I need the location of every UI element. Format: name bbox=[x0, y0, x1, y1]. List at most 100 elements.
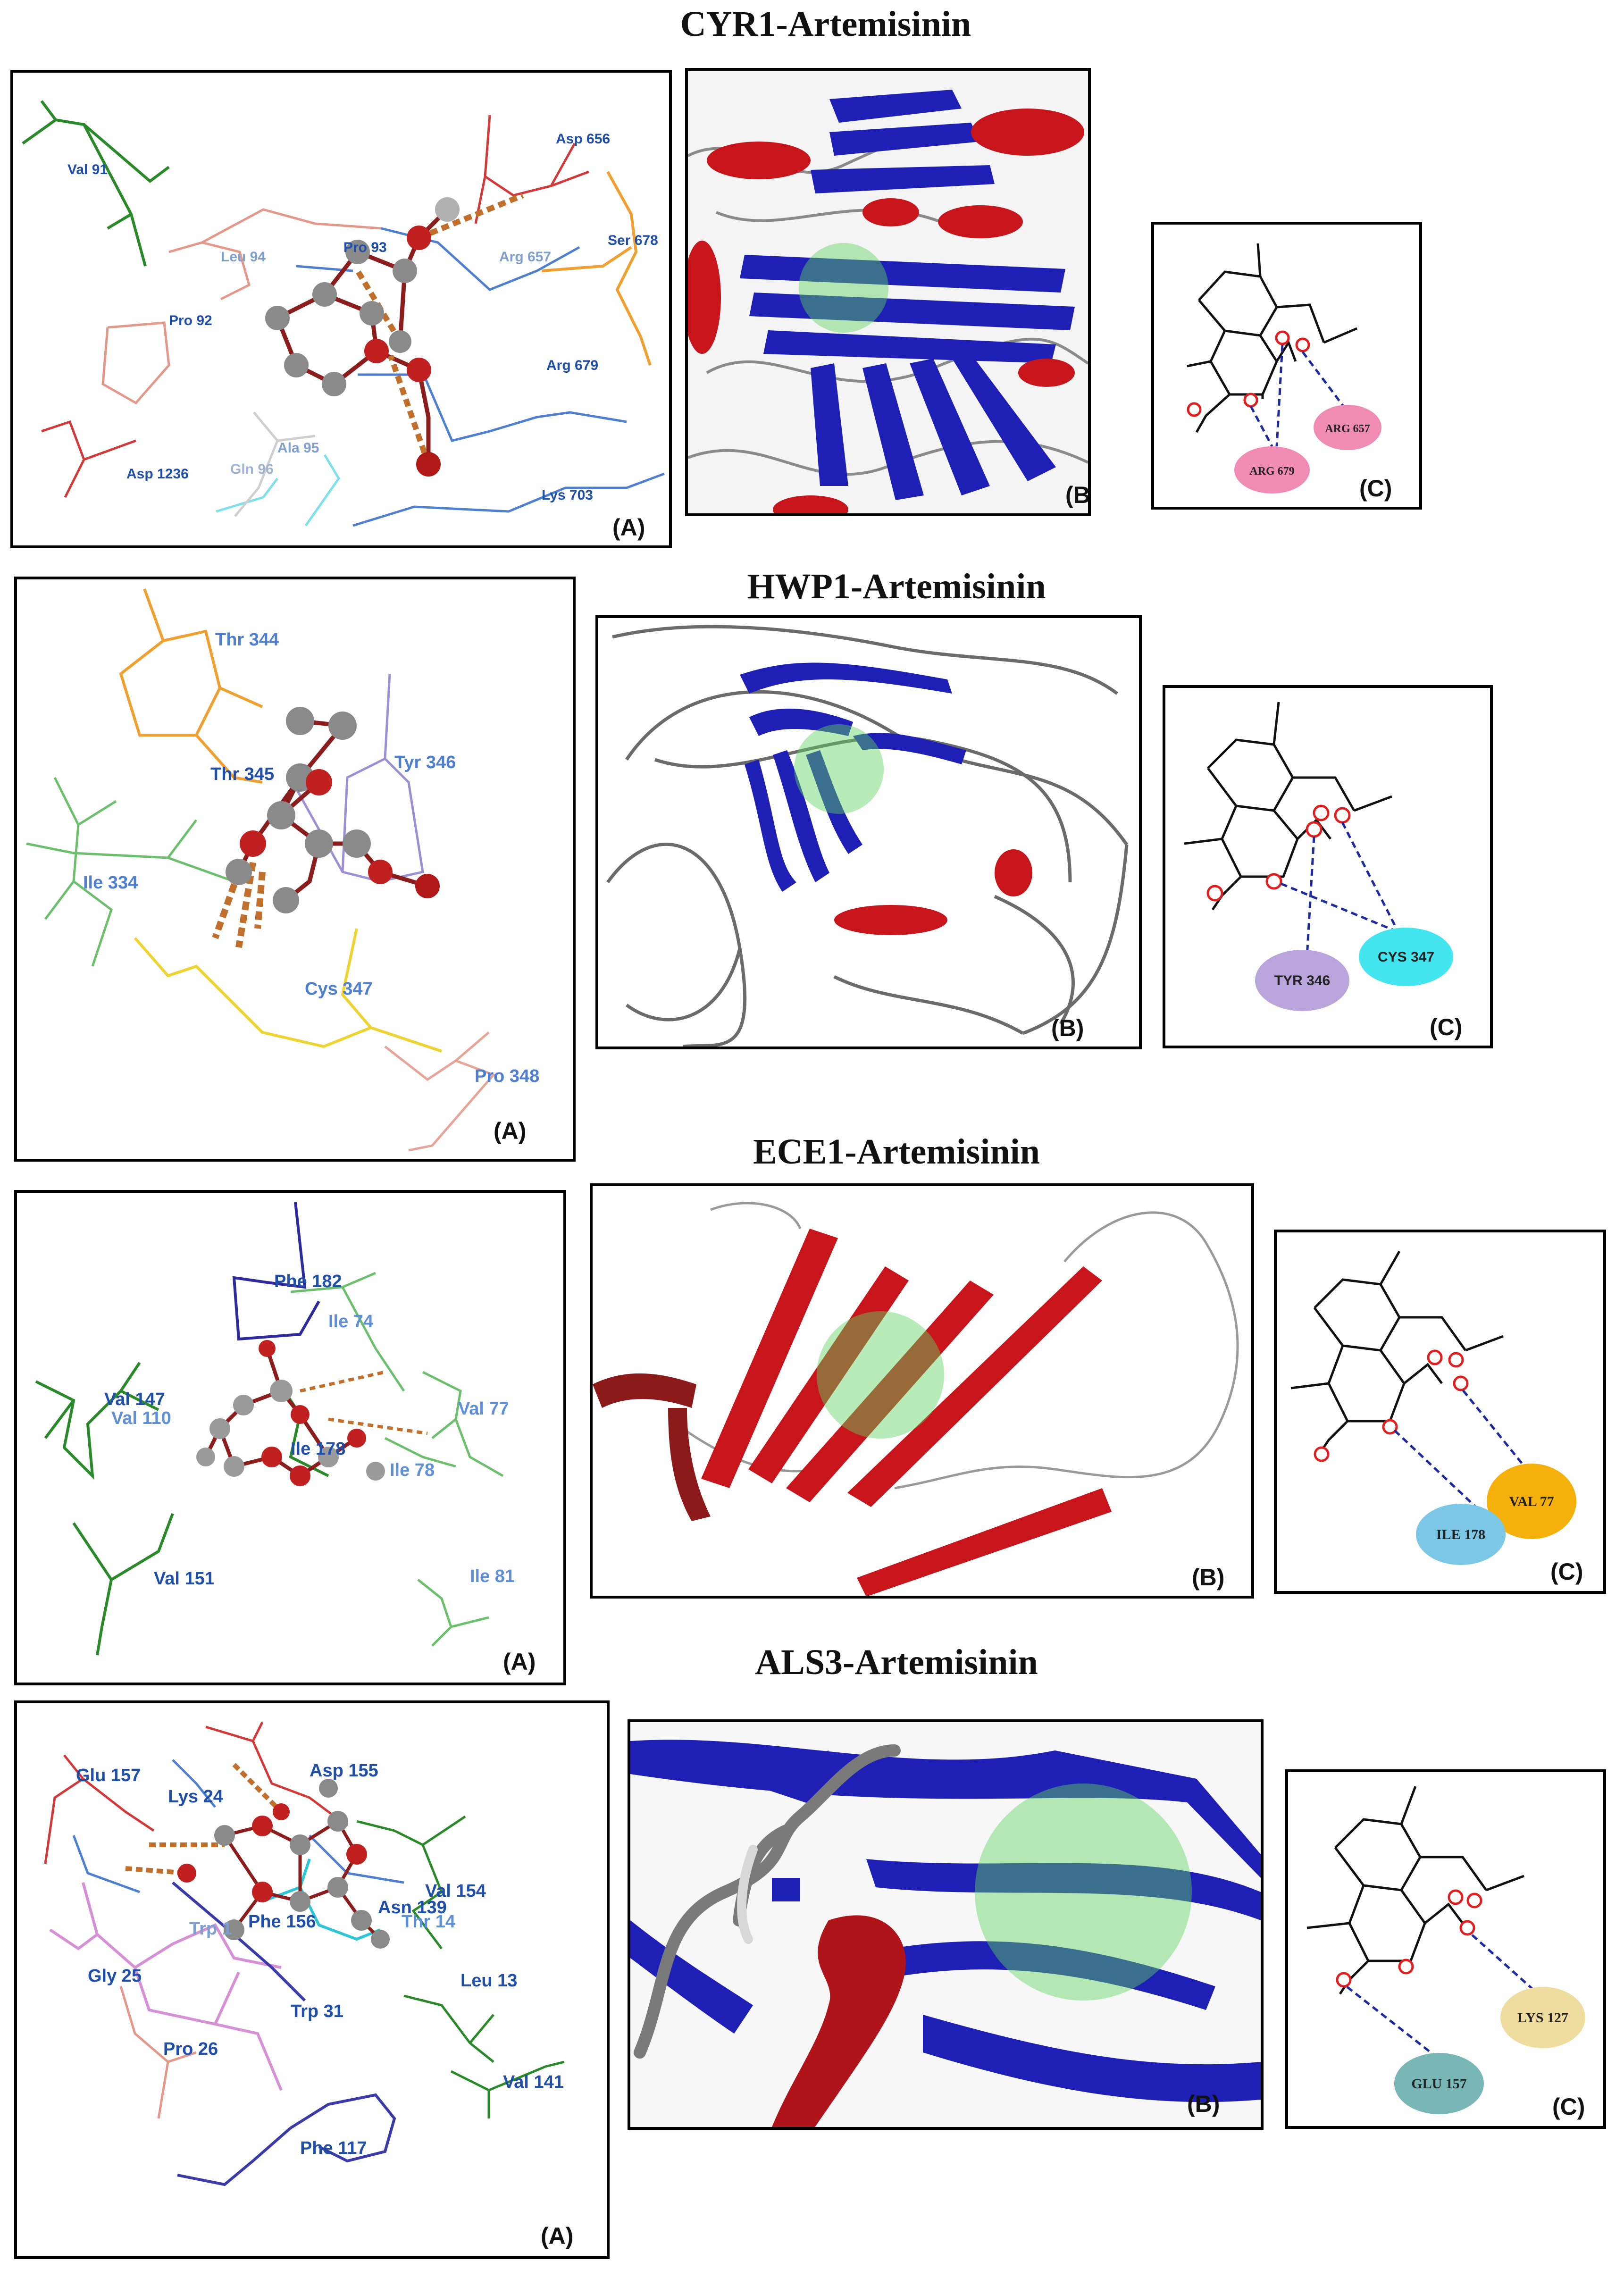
cyr1-protein-ribbon bbox=[688, 90, 1088, 513]
residue-label: Trp 31 bbox=[291, 2001, 343, 2021]
beta-sheets bbox=[740, 662, 966, 892]
interaction-lines bbox=[1281, 821, 1403, 957]
als3-binding-site-3d: Asp 155 Glu 157 Lys 24 Val 154 Asn 139 T… bbox=[44, 1721, 565, 2186]
contact-ellipse-arg679 bbox=[1234, 446, 1310, 494]
beta-sheets bbox=[740, 90, 1075, 500]
residue-label: Ala 95 bbox=[277, 440, 319, 456]
residue-label: Val 91 bbox=[67, 162, 108, 177]
residue-label: Gly 25 bbox=[88, 1966, 142, 1986]
contact-label: LYS 127 bbox=[1517, 2010, 1568, 2026]
contact-ellipse-arg657 bbox=[1314, 405, 1381, 450]
residue-label: Phe 182 bbox=[274, 1272, 342, 1291]
ece1-panel-a: Phe 182 Ile 74 Val 147 Val 110 Val 77 Il… bbox=[14, 1190, 566, 1685]
als3-2d-interaction-map: LYS 127 GLU 157 bbox=[1306, 1786, 1585, 2114]
residue-label: Val 154 bbox=[425, 1881, 486, 1901]
als3-panel-c: LYS 127 GLU 157 (C) bbox=[1285, 1769, 1606, 2129]
residue-label: Val 141 bbox=[503, 2072, 564, 2092]
panel-label: (C) bbox=[1552, 2093, 1585, 2120]
residue-label: Asn 139 bbox=[378, 1898, 447, 1917]
contact-ellipse-lys127 bbox=[1500, 1987, 1585, 2048]
residue-label: Ser 678 bbox=[608, 233, 658, 248]
alpha-helices bbox=[834, 849, 1032, 935]
residue-label: Arg 657 bbox=[499, 249, 551, 265]
panel-label: (C) bbox=[1430, 1014, 1463, 1040]
contact-ellipse-ile178 bbox=[1416, 1504, 1506, 1565]
residue-label: Gln 96 bbox=[230, 461, 274, 477]
hwp1-panel-c: TYR 346 CYS 347 (C) bbox=[1163, 685, 1493, 1048]
residue-label: Pro 348 bbox=[475, 1066, 539, 1086]
ece1-panel-b: (B) bbox=[590, 1183, 1254, 1599]
panel-label: (B) bbox=[1065, 482, 1090, 508]
residue-stick-val91 bbox=[22, 100, 170, 267]
interaction-lines bbox=[1249, 344, 1346, 447]
residue-label: Ile 78 bbox=[390, 1460, 435, 1480]
residue-label: Glu 157 bbox=[76, 1766, 141, 1785]
hwp1-2d-interaction-map: TYR 346 CYS 347 bbox=[1184, 702, 1453, 1011]
residue-label: Phe 156 bbox=[248, 1912, 316, 1932]
residue-label: Val 77 bbox=[458, 1399, 509, 1419]
panel-label: (B) bbox=[1187, 2091, 1220, 2117]
contact-ellipse-glu157 bbox=[1394, 2053, 1484, 2114]
residue-label: Thr 344 bbox=[215, 630, 279, 650]
contact-label: ARG 679 bbox=[1249, 465, 1294, 477]
residue-label: Asp 1236 bbox=[126, 466, 189, 482]
ece1-binding-site-3d: Phe 182 Ile 74 Val 147 Val 110 Val 77 Il… bbox=[35, 1202, 515, 1656]
residue-label: Arg 679 bbox=[546, 358, 598, 373]
binding-pocket-sphere bbox=[975, 1783, 1192, 2001]
cyr1-binding-site-3d: Val 91 Asp 656 Leu 94 Pro 93 Arg 657 Ser… bbox=[22, 100, 665, 527]
panel-label: (A) bbox=[541, 2223, 574, 2249]
cyr1-panel-c: ARG 657 ARG 679 (C) bbox=[1151, 222, 1422, 510]
binding-pocket-sphere bbox=[799, 243, 888, 333]
residue-label: Pro 92 bbox=[169, 313, 212, 328]
hwp1-binding-site-3d: Thr 344 Tyr 346 Thr 345 Ile 334 Cys 347 … bbox=[26, 588, 539, 1152]
residue-label: Cys 347 bbox=[305, 979, 373, 999]
contact-label: ILE 178 bbox=[1436, 1527, 1485, 1542]
als3-panel-a: Asp 155 Glu 157 Lys 24 Val 154 Asn 139 T… bbox=[14, 1700, 610, 2259]
contact-label: VAL 77 bbox=[1509, 1494, 1554, 1509]
residue-label: Phe 117 bbox=[300, 2138, 367, 2158]
panel-label: (A) bbox=[503, 1649, 536, 1675]
residue-label: Val 147 bbox=[104, 1390, 165, 1409]
panel-label: (A) bbox=[494, 1118, 527, 1144]
residue-label: Tyr 346 bbox=[394, 753, 456, 772]
hwp1-panel-b: (B) bbox=[595, 615, 1142, 1049]
coil-loops bbox=[686, 1202, 1239, 1490]
residue-label: Pro 26 bbox=[163, 2039, 218, 2059]
section-title-ece1: ECE1-Artemisinin bbox=[753, 1132, 1040, 1172]
alpha-helices bbox=[701, 1229, 1112, 1596]
panel-label: (B) bbox=[1192, 1564, 1225, 1591]
residue-label: Thr 14 bbox=[402, 1912, 455, 1932]
panel-label: (A) bbox=[612, 514, 645, 541]
residue-label: Val 151 bbox=[154, 1569, 215, 1589]
cyr1-2d-interaction-map: ARG 657 ARG 679 bbox=[1187, 243, 1381, 494]
panel-label: (C) bbox=[1359, 475, 1392, 502]
binding-pocket-sphere bbox=[794, 724, 884, 814]
binding-pocket-sphere bbox=[817, 1311, 944, 1439]
residue-label: Ile 81 bbox=[470, 1566, 515, 1586]
hwp1-panel-a: Thr 344 Tyr 346 Thr 345 Ile 334 Cys 347 … bbox=[14, 577, 576, 1162]
section-title-als3: ALS3-Artemisinin bbox=[755, 1642, 1038, 1682]
ece1-protein-ribbon bbox=[593, 1202, 1239, 1596]
interaction-lines bbox=[1346, 1934, 1539, 2056]
panel-label: (C) bbox=[1550, 1558, 1583, 1585]
residue-label: Ile 334 bbox=[83, 873, 138, 893]
contact-label: CYS 347 bbox=[1378, 949, 1434, 965]
als3-protein-ribbon bbox=[630, 1740, 1261, 2127]
residue-label: Ile 178 bbox=[291, 1439, 345, 1459]
als3-panel-b: (B) bbox=[628, 1719, 1264, 2130]
coil-loops bbox=[606, 625, 1129, 1047]
residue-label: Pro 93 bbox=[343, 240, 387, 255]
residue-label: Lys 24 bbox=[168, 1787, 223, 1807]
contact-ellipse-val77 bbox=[1487, 1464, 1576, 1539]
residue-label: Leu 94 bbox=[221, 249, 266, 265]
ece1-2d-interaction-map: VAL 77 ILE 178 bbox=[1290, 1250, 1576, 1565]
beta-sheets bbox=[630, 1740, 1261, 2102]
ece1-panel-c: VAL 77 ILE 178 (C) bbox=[1274, 1230, 1606, 1594]
contact-label: TYR 346 bbox=[1274, 973, 1330, 988]
residue-label: Asp 155 bbox=[310, 1761, 378, 1781]
residue-label: Lys 703 bbox=[542, 487, 593, 503]
residue-label: Val 110 bbox=[111, 1408, 171, 1428]
contact-ellipse-cys347 bbox=[1359, 928, 1453, 986]
section-title-cyr1: CYR1-Artemisinin bbox=[680, 4, 971, 44]
residue-label: Asp 656 bbox=[556, 131, 610, 147]
